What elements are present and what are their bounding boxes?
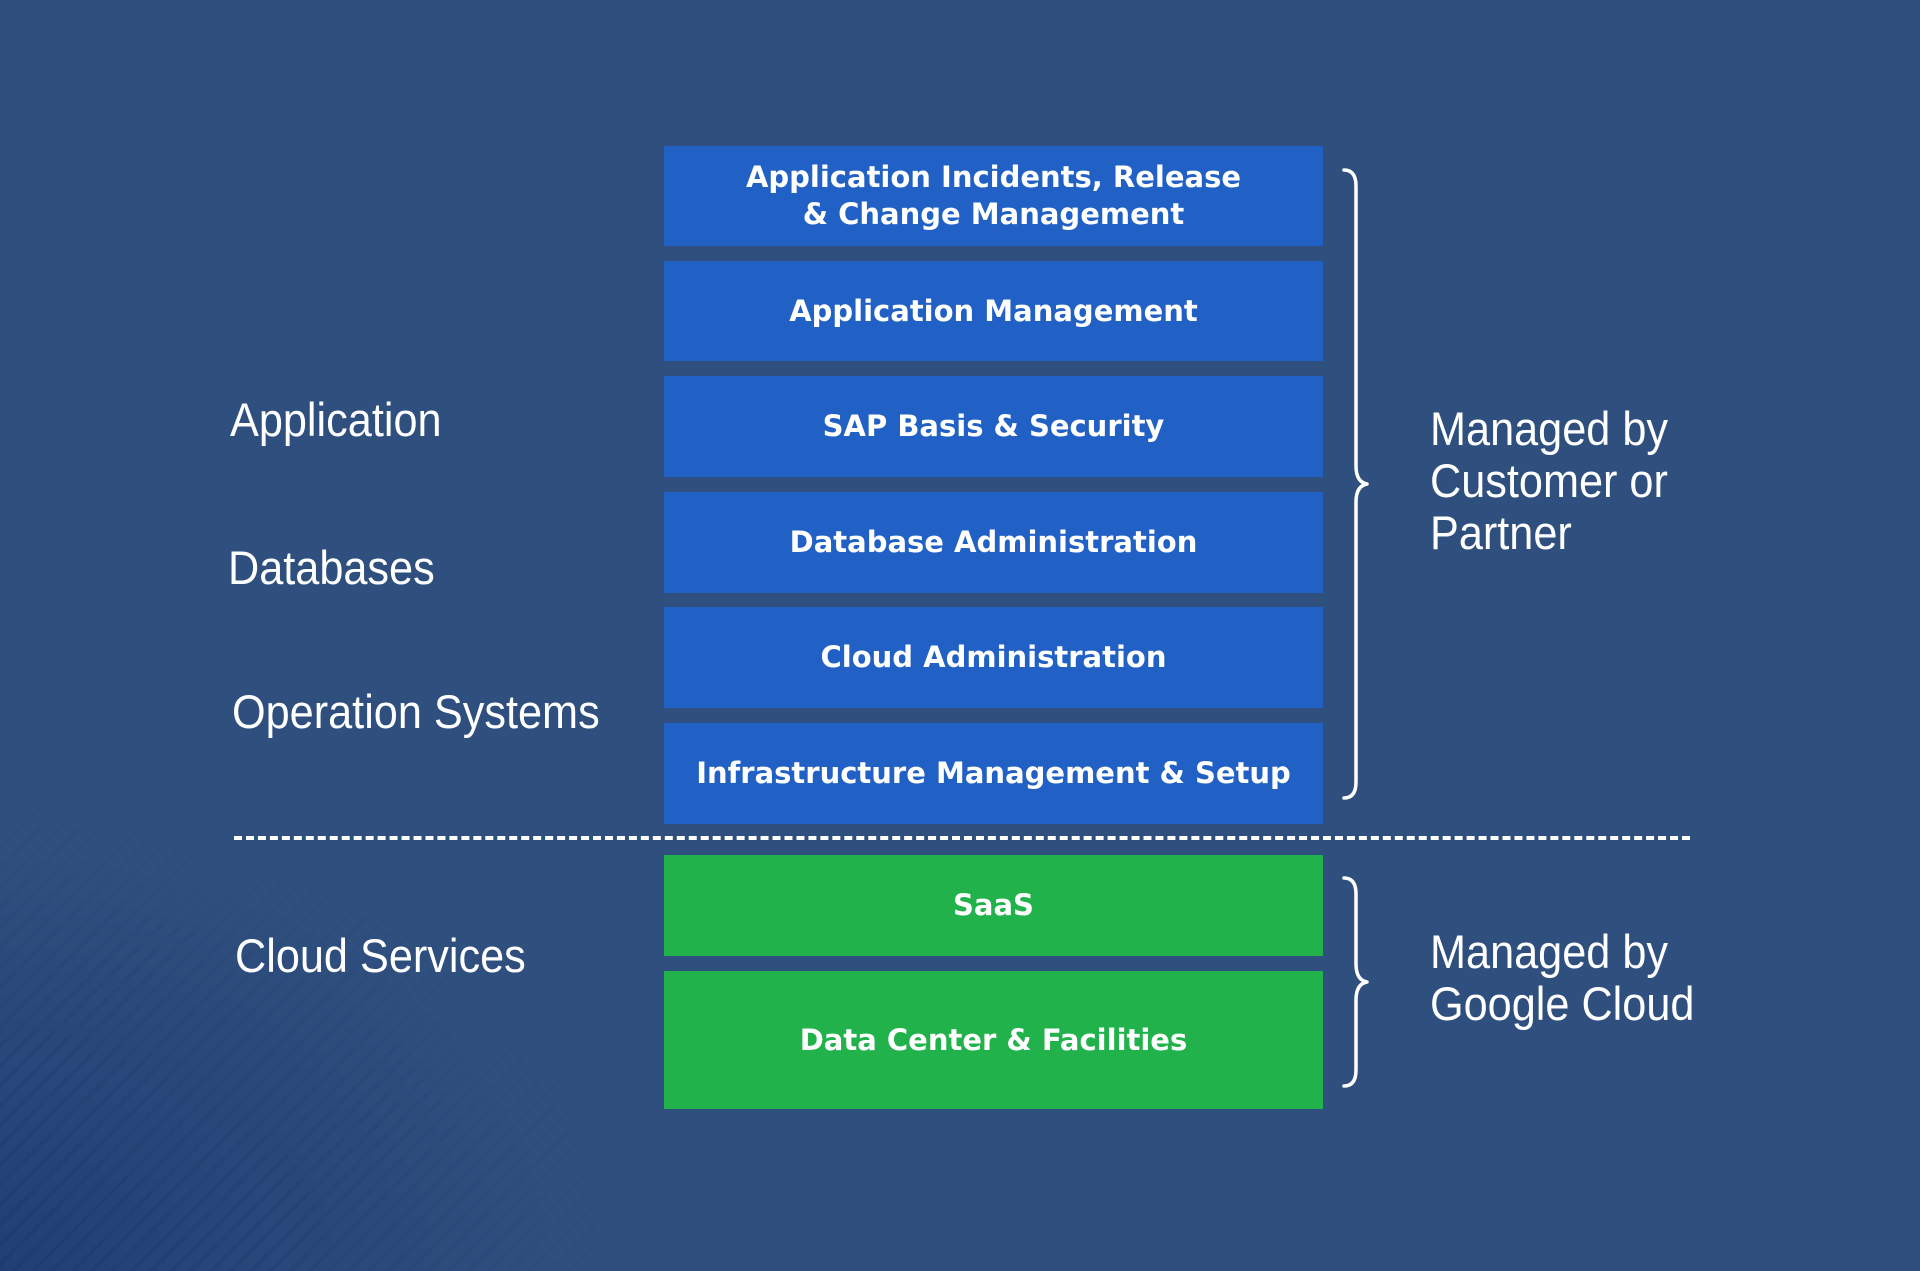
- layer-application-incidents-line1: Application Incidents, Release: [745, 160, 1242, 194]
- label-managed-by-customer-line1: Managed by: [1430, 402, 1668, 455]
- brace-customer: [1342, 168, 1369, 800]
- label-managed-by-customer: Managed by Customer or Partner: [1430, 403, 1872, 559]
- layer-database-administration-label: Database Administration: [789, 525, 1198, 559]
- label-managed-by-google: Managed by Google Cloud: [1430, 926, 1872, 1030]
- layer-infrastructure-management: Infrastructure Management & Setup: [664, 723, 1323, 824]
- layer-application-management: Application Management: [664, 261, 1323, 361]
- layer-cloud-administration-label: Cloud Administration: [820, 640, 1167, 674]
- layer-application-management-label: Application Management: [789, 293, 1198, 328]
- brace-google: [1342, 876, 1369, 1088]
- label-managed-by-customer-line2: Customer or: [1430, 454, 1668, 507]
- label-databases: Databases: [228, 541, 435, 594]
- layer-sap-basis-security: SAP Basis & Security: [664, 376, 1323, 477]
- layer-saas: SaaS: [664, 855, 1323, 956]
- layer-data-center-facilities: Data Center & Facilities: [664, 971, 1323, 1109]
- layer-application-incidents: Application Incidents, Release & Change …: [664, 146, 1323, 246]
- label-managed-by-customer-line3: Partner: [1430, 506, 1572, 559]
- layer-data-center-facilities-label: Data Center & Facilities: [799, 1022, 1188, 1057]
- layer-cloud-administration: Cloud Administration: [664, 607, 1323, 708]
- divider-line: [234, 836, 1690, 844]
- label-application: Application: [230, 393, 442, 446]
- layer-saas-label: SaaS: [953, 888, 1034, 922]
- label-managed-by-google-line1: Managed by: [1430, 925, 1668, 978]
- layer-application-incidents-line2: & Change Management: [802, 197, 1185, 231]
- label-operation-systems: Operation Systems: [232, 685, 600, 738]
- layer-database-administration: Database Administration: [664, 492, 1323, 593]
- label-cloud-services: Cloud Services: [235, 929, 526, 982]
- label-managed-by-google-line2: Google Cloud: [1430, 977, 1695, 1030]
- layer-infrastructure-management-label: Infrastructure Management & Setup: [696, 756, 1291, 790]
- layer-sap-basis-security-label: SAP Basis & Security: [822, 409, 1165, 443]
